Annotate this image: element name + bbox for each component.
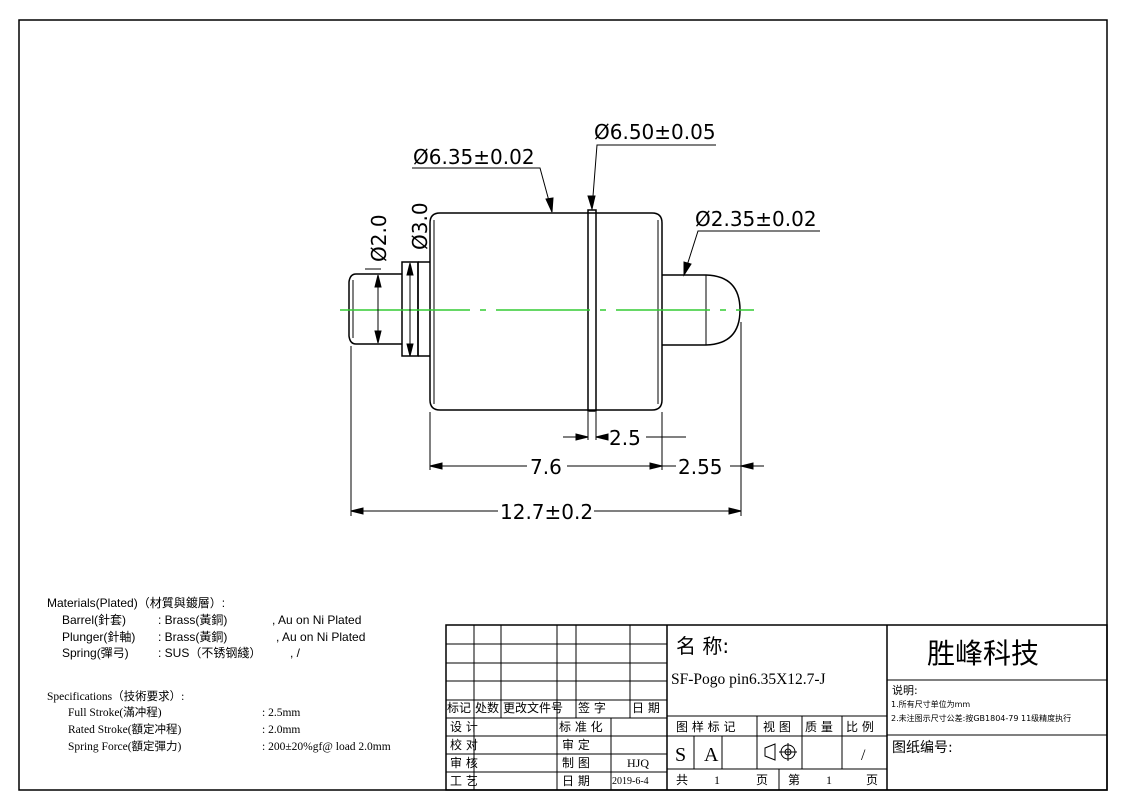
projection-symbol-icon xyxy=(764,743,797,761)
note-1: 1.所有尺寸单位为mm xyxy=(891,699,970,709)
dim-ring-length: 2.5 xyxy=(609,426,641,450)
sheet-number: 1 xyxy=(826,773,832,787)
rev-header: 处数 xyxy=(475,700,499,715)
specifications-heading: Specifications（技術要求）: xyxy=(47,690,184,703)
specifications-block: Specifications（技術要求）: Full Stroke(滿冲程) :… xyxy=(47,690,391,753)
title-block-text: 标记 处数 更改文件号 签 字 日 期 设 计 校 对 审 核 工 艺 标 准 … xyxy=(447,634,1071,788)
dimension-lines xyxy=(350,144,820,516)
spec-value: : 2.0mm xyxy=(262,724,300,736)
spec-value: : 200±20%gf@ load 2.0mm xyxy=(262,741,391,753)
rev-header: 更改文件号 xyxy=(503,700,563,715)
material-value: : Brass(黃銅) xyxy=(158,630,227,644)
dim-tip-length: 2.55 xyxy=(678,455,723,479)
drawing-date: 2019-6-4 xyxy=(612,776,649,787)
dim-tail-diameter: Ø2.0 xyxy=(367,214,391,262)
dim-plunger-diameter: Ø2.35±0.02 xyxy=(695,207,817,231)
rev-header: 日 期 xyxy=(632,701,660,715)
dim-ring-diameter: Ø6.50±0.05 xyxy=(594,120,716,144)
title-block xyxy=(445,624,1108,791)
barrel-ring xyxy=(587,209,597,412)
material-plating: , Au on Ni Plated xyxy=(276,630,365,644)
drawer-name: HJQ xyxy=(627,756,649,770)
material-plating: , / xyxy=(290,646,301,660)
sheet-border xyxy=(18,19,1108,791)
rev-header: 标记 xyxy=(447,701,471,715)
material-part: Plunger(針軸) xyxy=(62,629,135,644)
material-part: Barrel(針套) xyxy=(62,612,126,627)
dimension-labels: Ø6.35±0.02 Ø6.50±0.05 Ø2.35±0.02 Ø2.0 Ø3… xyxy=(367,120,817,524)
dim-body-diameter: Ø6.35±0.02 xyxy=(413,145,535,169)
scale-label: 比 例 xyxy=(846,720,874,734)
page-label: 页 xyxy=(756,773,768,787)
part-name: SF-Pogo pin6.35X12.7-J xyxy=(671,671,826,688)
materials-block: Materials(Plated)（材質與鍍層）: Barrel(針套) : B… xyxy=(47,595,365,660)
pogo-pin-part xyxy=(348,209,741,412)
drawing-number-label: 图纸编号: xyxy=(892,740,953,756)
mark-s: S xyxy=(675,744,686,766)
spec-value: : 2.5mm xyxy=(262,707,300,719)
standardize-label: 标 准 化 xyxy=(559,720,603,734)
scale-value: / xyxy=(861,747,866,764)
draw-label: 制 图 xyxy=(562,756,590,770)
sheet-label: 第 xyxy=(788,773,800,787)
view-label: 视 图 xyxy=(763,719,791,734)
total-pages: 1 xyxy=(714,773,720,787)
barrel-body xyxy=(429,212,663,411)
dim-step-diameter: Ø3.0 xyxy=(408,202,432,250)
note-2: 2.未注图示尺寸公差:按GB1804-79 11级精度执行 xyxy=(891,713,1071,723)
spec-label: Rated Stroke(額定冲程) xyxy=(68,722,182,736)
process-label: 工 艺 xyxy=(450,774,478,788)
check-label: 校 对 xyxy=(450,737,478,752)
mark-a: A xyxy=(704,744,719,766)
page-label: 页 xyxy=(866,773,878,787)
design-label: 设 计 xyxy=(450,720,478,734)
tail-pin xyxy=(348,273,402,345)
date-label: 日 期 xyxy=(562,774,590,788)
material-part: Spring(彈弓) xyxy=(62,646,129,660)
approve-label: 审 定 xyxy=(562,737,590,752)
material-value: : SUS（不锈钢綫） xyxy=(158,646,261,660)
review-label: 审 核 xyxy=(450,755,478,770)
dim-total-length: 12.7±0.2 xyxy=(500,500,593,524)
spec-label: Full Stroke(滿冲程) xyxy=(68,705,162,719)
dim-body-length: 7.6 xyxy=(530,455,562,479)
rev-header: 签 字 xyxy=(578,700,606,715)
total-label: 共 xyxy=(676,773,688,787)
notes-heading: 说明: xyxy=(892,683,918,697)
company-name: 胜峰科技 xyxy=(927,637,1039,670)
marks-label: 图 样 标 记 xyxy=(676,719,735,734)
name-label: 名 称: xyxy=(676,634,729,658)
material-value: : Brass(黃銅) xyxy=(158,613,227,627)
materials-heading: Materials(Plated)（材質與鍍層）: xyxy=(47,595,225,610)
weight-label: 质 量 xyxy=(805,720,833,734)
material-plating: , Au on Ni Plated xyxy=(272,613,361,627)
spec-label: Spring Force(額定彈力) xyxy=(68,739,182,753)
